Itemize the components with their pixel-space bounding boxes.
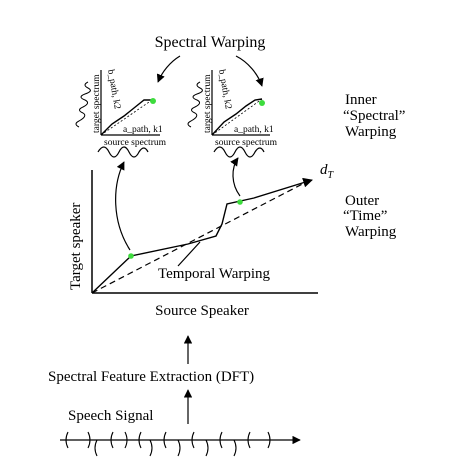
left-source-spectrum-label: source spectrum — [104, 138, 167, 148]
outer-label-line2: “Time” — [343, 208, 387, 224]
right-inset-green-dot — [259, 100, 265, 106]
right-inset-warp-path — [211, 98, 263, 136]
feature-extraction-label: Spectral Feature Extraction (DFT) — [48, 369, 254, 385]
right-b-path-label: b_path, k2 — [216, 69, 233, 110]
dt-label: dT — [320, 162, 335, 181]
spectral-warping-title: Spectral Warping — [155, 34, 266, 51]
main-green-dot-left — [128, 253, 134, 259]
arrow-plot-to-left-inset — [115, 161, 131, 251]
left-target-spectrum-label: target spectrum — [92, 74, 102, 133]
speech-frames — [65, 431, 271, 457]
right-target-squiggle — [187, 81, 203, 128]
left-inset-warp-path — [100, 99, 152, 136]
inner-label-line1: Inner — [345, 92, 377, 108]
outer-label-line3: Warping — [345, 224, 397, 240]
left-inset-green-dot — [150, 98, 156, 104]
x-axis-label: Source Speaker — [155, 303, 249, 319]
inner-label-line2: “Spectral” — [343, 108, 405, 124]
left-inset: target spectrum b_path, k2 a_path, k1 so… — [75, 69, 167, 158]
right-inset: target spectrum b_path, k2 a_path, k1 so… — [187, 69, 278, 158]
left-source-squiggle — [97, 146, 149, 158]
left-a-path-label: a_path, k1 — [123, 125, 163, 135]
temporal-warping-pointer — [177, 241, 201, 267]
arrow-plot-to-right-inset — [230, 157, 241, 197]
main-green-dot-right — [237, 199, 243, 205]
right-a-path-label: a_path, k1 — [234, 125, 274, 135]
arrow-title-to-right-inset — [235, 55, 264, 87]
right-target-spectrum-label: target spectrum — [203, 74, 213, 133]
inner-label-line3: Warping — [345, 124, 397, 140]
main-warping-path — [91, 177, 313, 294]
left-b-path-label: b_path, k2 — [105, 69, 122, 110]
y-axis-label: Target speaker — [68, 203, 84, 290]
right-source-squiggle — [213, 146, 265, 158]
temporal-warping-label: Temporal Warping — [158, 266, 271, 282]
right-source-spectrum-label: source spectrum — [215, 138, 278, 148]
arrow-title-to-left-inset — [156, 55, 181, 83]
main-diagonal-dashed — [91, 177, 315, 294]
left-target-squiggle — [75, 81, 91, 128]
outer-label-line1: Outer — [345, 193, 379, 209]
speech-signal-label: Speech Signal — [68, 408, 153, 424]
